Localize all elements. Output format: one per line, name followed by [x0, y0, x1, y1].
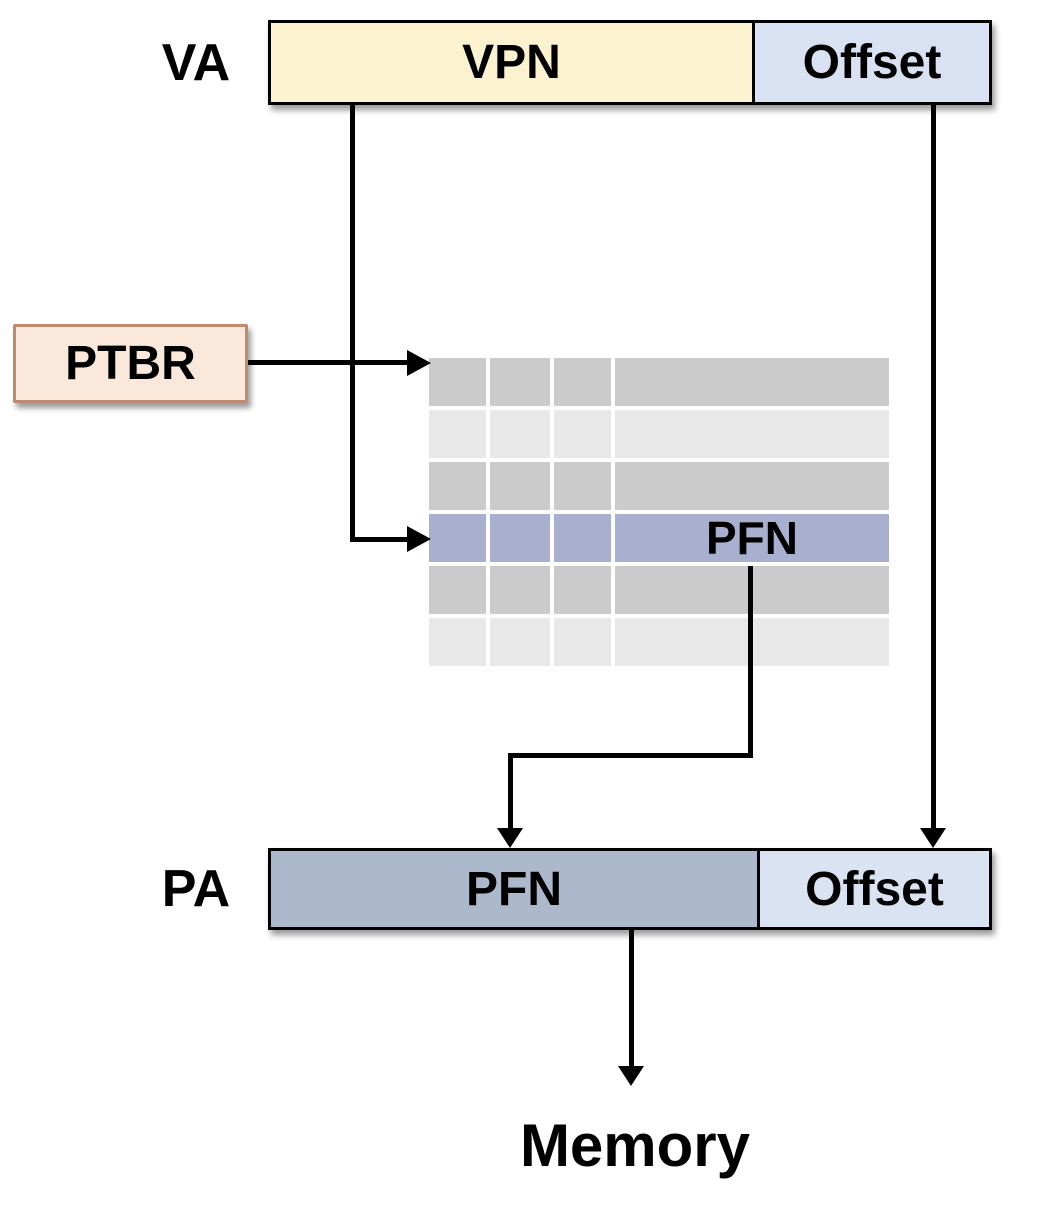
page-table-cell: PFN — [615, 512, 889, 564]
page-table-row-6 — [429, 618, 889, 666]
page-table-row-5 — [429, 566, 889, 614]
page-table-cell — [429, 462, 486, 510]
pa-label: PA — [161, 860, 231, 918]
page-table-cell — [554, 618, 611, 666]
page-table-cell — [554, 566, 611, 614]
page-table-cell — [429, 514, 486, 562]
va-vpn-field: VPN — [271, 23, 752, 102]
offset-arrowhead-icon — [920, 828, 946, 848]
page-table-cell — [615, 410, 889, 458]
page-table-cell — [554, 514, 611, 562]
va-offset-field: Offset — [752, 23, 989, 102]
ptbr-box: PTBR — [13, 324, 248, 403]
ptbr-label: PTBR — [65, 337, 196, 390]
page-table-cell — [554, 410, 611, 458]
page-table-cell — [615, 358, 889, 406]
page-table-cell — [429, 410, 486, 458]
memory-label: Memory — [519, 1111, 751, 1179]
pa-offset-field: Offset — [757, 851, 989, 927]
vpn-to-pte-arrowhead-icon — [407, 526, 431, 552]
page-table-row-4: PFN — [429, 512, 889, 564]
ptbr-arrowhead-icon — [407, 350, 431, 376]
offset-line-vertical — [931, 105, 936, 832]
vpn-line-elbow — [350, 537, 407, 542]
page-table-row-1 — [429, 358, 889, 406]
pte-pfn-label: PFN — [706, 512, 798, 564]
physical-address-box: PFN Offset — [268, 848, 992, 930]
page-table-cell — [490, 358, 550, 406]
pa-offset-field-label: Offset — [805, 862, 944, 916]
page-table: PFN — [429, 358, 889, 670]
page-table-cell — [490, 410, 550, 458]
pa-pfn-field-label: PFN — [466, 862, 562, 916]
page-table-cell — [615, 462, 889, 510]
memory-arrowhead-icon — [618, 1066, 644, 1086]
memory-line — [629, 930, 634, 1068]
va-label: VA — [161, 33, 231, 92]
page-table-row-2 — [429, 410, 889, 458]
virtual-address-box: VPN Offset — [268, 20, 992, 105]
vpn-line-vertical — [350, 105, 355, 542]
pfn-arrowhead-icon — [497, 828, 523, 848]
page-table-cell — [429, 618, 486, 666]
vpn-field-label: VPN — [462, 36, 561, 89]
ptbr-line — [248, 360, 407, 365]
page-table-row-3 — [429, 462, 889, 510]
page-table-cell — [490, 462, 550, 510]
va-offset-field-label: Offset — [802, 36, 942, 89]
page-table-cell — [554, 358, 611, 406]
page-table-cell — [429, 358, 486, 406]
pa-pfn-field: PFN — [271, 851, 757, 927]
pfn-line-vertical-2 — [508, 753, 513, 830]
page-table-cell — [429, 566, 486, 614]
page-table-cell — [490, 514, 550, 562]
pfn-line-horizontal — [508, 753, 753, 758]
page-table-cell — [490, 566, 550, 614]
page-table-cell — [490, 618, 550, 666]
page-table-cell — [554, 462, 611, 510]
pfn-line-vertical-1 — [748, 566, 753, 758]
